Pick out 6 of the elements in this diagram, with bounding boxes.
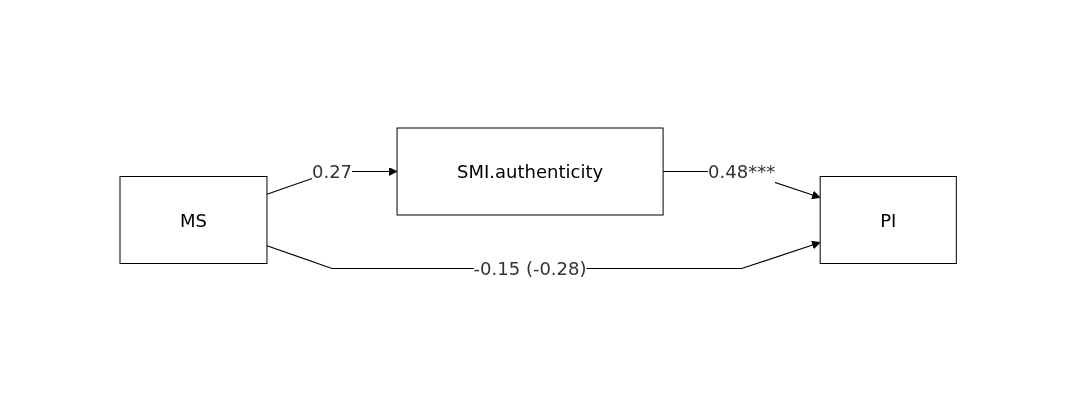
edge-label: -0.15 (-0.28) xyxy=(473,258,587,279)
edge-label: 0.27 xyxy=(311,161,352,182)
node-box: PI xyxy=(819,176,957,264)
node-box: MS xyxy=(119,176,268,264)
edge-label: 0.48*** xyxy=(707,161,775,182)
node-box: SMI.authenticity xyxy=(396,127,664,216)
